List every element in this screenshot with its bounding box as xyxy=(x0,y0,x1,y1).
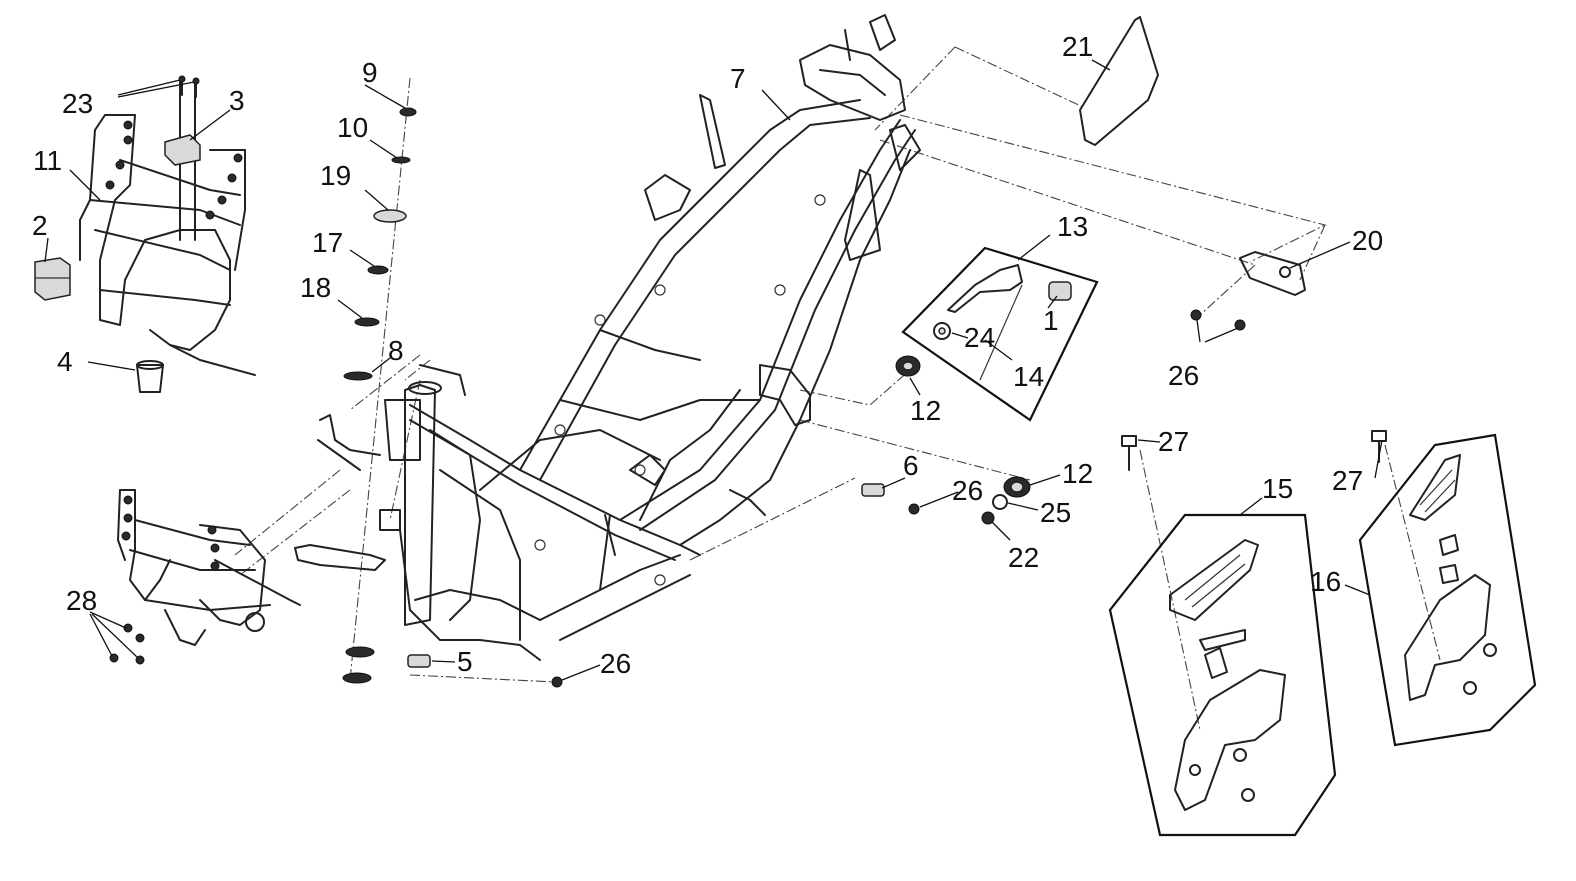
callout-25: 25 xyxy=(1040,497,1071,528)
callout-19: 19 xyxy=(320,160,351,191)
callout-13: 13 xyxy=(1057,211,1088,242)
callout-23: 23 xyxy=(62,88,93,119)
callout-21: 21 xyxy=(1062,31,1093,62)
callout-14: 14 xyxy=(1013,361,1044,392)
callout-12-lower: 12 xyxy=(1062,458,1093,489)
front-bracket-lower xyxy=(109,489,301,665)
callout-11: 11 xyxy=(33,145,62,176)
callout-1: 1 xyxy=(1043,305,1059,336)
callout-4: 4 xyxy=(57,346,73,377)
callout-17: 17 xyxy=(312,227,343,258)
callout-24: 24 xyxy=(964,322,995,353)
callout-26-lower: 26 xyxy=(600,648,631,679)
main-frame xyxy=(294,14,921,661)
callout-18: 18 xyxy=(300,272,331,303)
callout-20: 20 xyxy=(1352,225,1383,256)
leader-lines xyxy=(44,59,1383,681)
callout-22: 22 xyxy=(1008,542,1039,573)
callout-26-right: 26 xyxy=(1168,360,1199,391)
callout-3: 3 xyxy=(229,85,245,116)
callout-26-center: 26 xyxy=(952,475,983,506)
callout-5: 5 xyxy=(457,646,473,677)
callout-15: 15 xyxy=(1262,473,1293,504)
callout-27-right: 27 xyxy=(1332,465,1363,496)
callout-16: 16 xyxy=(1310,566,1341,597)
callout-27-left: 27 xyxy=(1158,426,1189,457)
callout-labels: 1 2 3 4 5 6 7 8 9 10 11 12 12 13 14 15 1… xyxy=(32,31,1383,679)
footrest-assemblies xyxy=(1108,430,1537,837)
callout-9: 9 xyxy=(362,57,378,88)
small-parts xyxy=(34,16,1306,688)
callout-6: 6 xyxy=(903,450,919,481)
callout-28: 28 xyxy=(66,585,97,616)
callout-7: 7 xyxy=(730,63,746,94)
callout-8: 8 xyxy=(388,335,404,366)
assembly-lines xyxy=(234,46,1441,731)
front-bracket-upper xyxy=(79,79,256,376)
callout-2: 2 xyxy=(32,210,48,241)
callout-12-upper: 12 xyxy=(910,395,941,426)
callout-10: 10 xyxy=(337,112,368,143)
